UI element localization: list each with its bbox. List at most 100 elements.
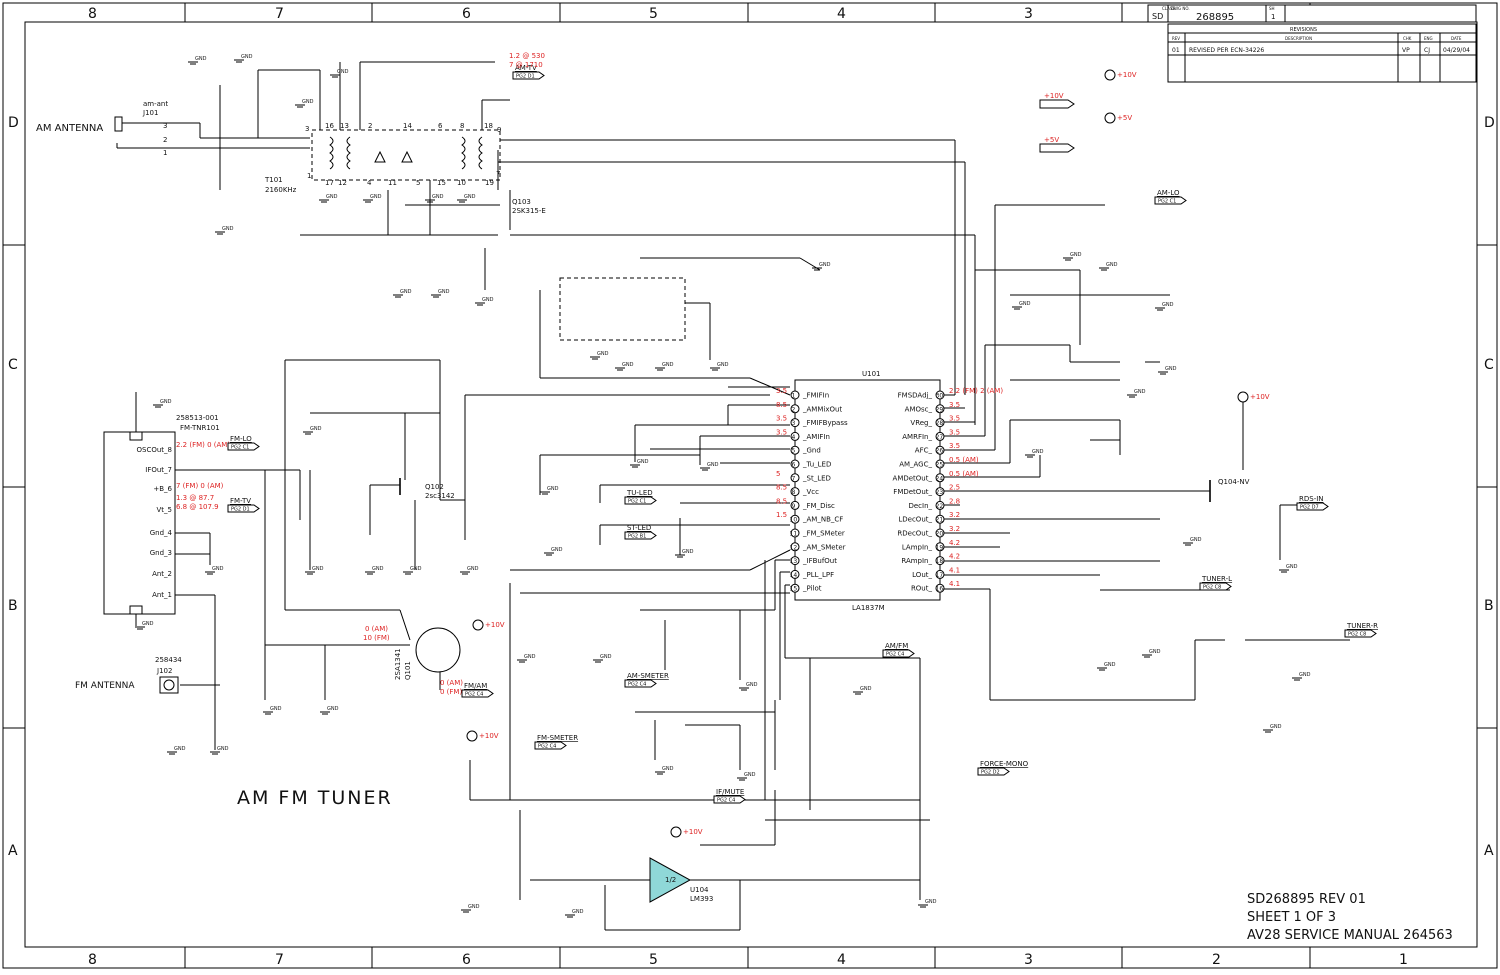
gnd-label: GND xyxy=(400,289,412,295)
gnd-label: GND xyxy=(372,566,384,572)
transistor-q104: Q104-NV xyxy=(1209,478,1250,502)
ic-pin-name: _FM_SMeter xyxy=(802,530,845,538)
gnd-label: GND xyxy=(467,566,479,572)
gnd-label: GND xyxy=(1134,389,1146,395)
class-label: CLASS xyxy=(1162,6,1175,11)
svg-text:1: 1 xyxy=(163,149,167,157)
ic-pin-circle xyxy=(935,390,945,400)
am-ant-sub: am-ant xyxy=(143,100,168,108)
gnd-label: GND xyxy=(432,194,444,200)
port-ref: PG2 C4 xyxy=(538,744,556,750)
svg-text:LM393: LM393 xyxy=(690,895,713,903)
ic-pin-number: 23 xyxy=(936,489,944,496)
port-arrow xyxy=(512,71,545,80)
port-ref: PG2 D7 xyxy=(1300,505,1319,511)
gnd-label: GND xyxy=(195,56,207,62)
gnd-label: GND xyxy=(302,99,314,105)
svg-text:6: 6 xyxy=(438,122,443,130)
svg-text:0 (AM): 0 (AM) xyxy=(440,679,463,687)
ic-pin-circle xyxy=(935,459,945,469)
gnd-label: GND xyxy=(337,69,349,75)
ic-ref: U101 xyxy=(862,370,880,378)
port-arrow xyxy=(624,531,657,540)
ic-pin-name: _FM_Disc xyxy=(802,502,835,510)
supply-label: +10V xyxy=(1044,92,1064,100)
gnd-label: GND xyxy=(1070,252,1082,258)
port-ref: PG2 C1 xyxy=(1158,199,1176,205)
supply-circle xyxy=(1104,112,1116,124)
ic-pin-circle xyxy=(790,487,800,497)
ic-pin-voltage: 8.5 xyxy=(776,484,787,492)
page-heading: AM FM TUNER xyxy=(237,787,393,809)
port-arrow xyxy=(1154,196,1187,205)
sh-label: SH xyxy=(1269,6,1275,11)
supply-port xyxy=(1039,99,1075,109)
zone-col-bottom: 2 xyxy=(1212,952,1221,968)
zone-col-bottom: 3 xyxy=(1024,952,1033,968)
port-label: AM-SMETER xyxy=(627,672,669,680)
desc-col: DESCRIPTION xyxy=(1285,36,1312,41)
svg-text:4: 4 xyxy=(367,179,372,187)
ic-pin-circle xyxy=(935,500,945,510)
svg-text:T101: T101 xyxy=(264,176,283,184)
port-arrow xyxy=(977,767,1010,776)
rev-description: REVISED PER ECN-34226 xyxy=(1189,47,1264,54)
supply-label: +10V xyxy=(479,732,499,740)
ic-pin-number: 29 xyxy=(936,406,944,413)
ic-pin-circle xyxy=(935,528,945,538)
port-arrow xyxy=(624,679,657,688)
ic-pin-name: DecIn_ xyxy=(908,502,932,510)
svg-text:2: 2 xyxy=(163,136,167,144)
ic-pin-circle xyxy=(935,404,945,414)
port-ref: PG2 C1 xyxy=(231,445,249,451)
gnd-label: GND xyxy=(370,194,382,200)
svg-text:16: 16 xyxy=(325,122,334,130)
supply-label: +5V xyxy=(1117,114,1132,122)
date-col: DATE xyxy=(1451,36,1462,41)
footer-line-2: SHEET 1 OF 3 xyxy=(1247,910,1336,925)
zone-col-top: 8 xyxy=(88,6,97,22)
ic-pin-voltage: 8.5 xyxy=(776,401,787,409)
svg-text:15: 15 xyxy=(437,179,446,187)
ic-pin-voltage: 3.2 xyxy=(949,525,960,533)
ic-pin-number: 14 xyxy=(790,572,798,579)
port-arrow xyxy=(882,649,915,658)
gnd-label: GND xyxy=(160,399,172,405)
svg-text:14: 14 xyxy=(403,122,412,130)
gnd-label: GND xyxy=(597,351,609,357)
gnd-label: GND xyxy=(310,426,322,432)
ic-pin-circle xyxy=(790,556,800,566)
svg-text:0 (FM): 0 (FM) xyxy=(440,688,462,696)
svg-text:2sc3142: 2sc3142 xyxy=(425,492,455,500)
tuner-vt-low: 1.3 @ 87.7 xyxy=(176,494,214,502)
ic-pin-number: 11 xyxy=(790,531,798,538)
port-label: FORCE-MONO xyxy=(980,760,1029,768)
gnd-label: GND xyxy=(1019,301,1031,307)
ic-pin-voltage: 3.5 xyxy=(776,387,787,395)
r108-note-2: 7 @ 1710 xyxy=(509,61,543,69)
supply-label: +10V xyxy=(1117,71,1137,79)
tuner-pin-label: OSCOut_8 xyxy=(137,446,173,454)
ic-pin-number: 30 xyxy=(936,393,944,400)
zone-row-left: B xyxy=(8,598,18,614)
gnd-label: GND xyxy=(662,766,674,772)
ic-pin-name: _Pilot xyxy=(802,585,822,593)
ic-pin-name: AMOsc_ xyxy=(905,405,933,413)
port-label: TU-LED xyxy=(626,489,653,497)
ic-pin-circle xyxy=(790,583,800,593)
port-label: TUNER-R xyxy=(1346,622,1378,630)
ic-pin-name: _AM_NB_CF xyxy=(802,516,843,524)
tuner-pin-label: Gnd_3 xyxy=(150,549,172,557)
zone-col-top: 5 xyxy=(649,6,658,22)
gnd-label: GND xyxy=(547,486,559,492)
zone-col-bottom: 1 xyxy=(1399,952,1408,968)
ic-pin-circle xyxy=(790,473,800,483)
ic-pin-number: 7 xyxy=(792,475,796,482)
ic-pin-name: AMDetOut_ xyxy=(893,474,933,482)
zone-row-right: B xyxy=(1484,598,1494,614)
ic-pin-circle xyxy=(790,500,800,510)
ic-pin-circle xyxy=(935,583,945,593)
port-label: ST-LED xyxy=(627,524,651,532)
eng-col: ENG xyxy=(1424,36,1433,41)
